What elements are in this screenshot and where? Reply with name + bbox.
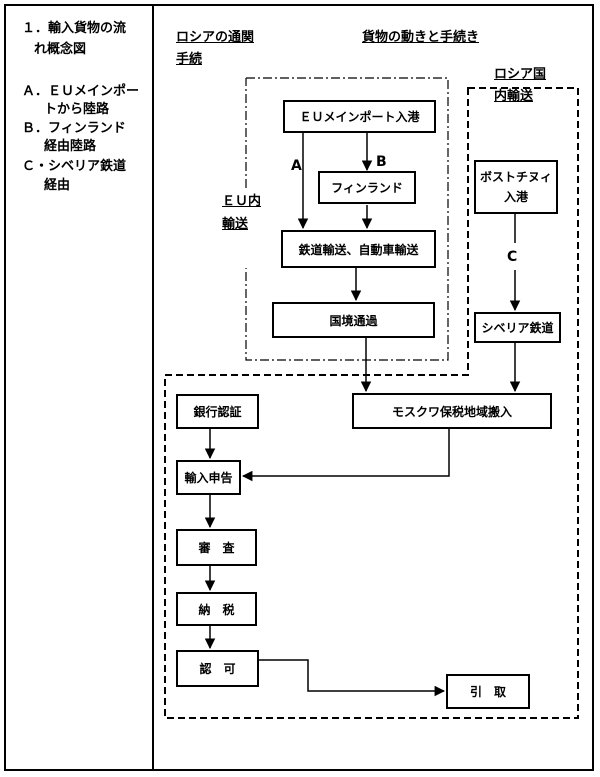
region-russia-line2: 内輸送 — [494, 89, 534, 104]
heading-line1: １．輸入貨物の流 — [22, 21, 127, 36]
route-a-line2: トから陸路 — [44, 102, 110, 117]
region-russia-line1: ロシア国 — [494, 67, 547, 82]
region-eu-line2: 輸送 — [222, 217, 249, 232]
section-customs-line2: 手続 — [176, 52, 203, 67]
box-eastern-port-line2: 入港 — [503, 190, 528, 204]
box-eastern-port-line1: ボストチヌィ — [479, 170, 552, 184]
box-permit: 認 可 — [176, 650, 259, 687]
box-pickup: 引 取 — [446, 674, 530, 709]
outer-frame — [4, 4, 594, 771]
diagram-title: 貨物の動きと手続き — [362, 30, 480, 45]
route-label-a: A — [291, 158, 302, 174]
box-bank: 銀行認証 — [176, 394, 259, 429]
box-eu-mainport: ＥＵメインポート入港 — [283, 100, 436, 133]
section-customs-line1: ロシアの通関 — [176, 30, 255, 45]
heading-line2: れ概念図 — [34, 42, 87, 57]
box-inspection: 審 査 — [176, 529, 257, 566]
route-c-line1: Ｃ・シベリア鉄道 — [22, 159, 127, 174]
arrow-moscow-declaration — [241, 428, 450, 482]
box-finland: フィンランド — [318, 171, 416, 204]
box-declaration: 輸入申告 — [176, 460, 241, 495]
arrow-permit-pickup — [258, 659, 446, 697]
route-a-line1: Ａ．ＥＵメインポー — [22, 84, 140, 99]
box-border: 国境通過 — [272, 302, 435, 338]
route-c-line2: 経由 — [44, 178, 71, 193]
column-divider — [152, 4, 154, 771]
box-eastern-port: ボストチヌィ 入港 — [474, 160, 558, 214]
box-tax: 納 税 — [176, 592, 257, 626]
route-label-b: B — [376, 154, 387, 170]
box-rail-road: 鉄道輸送、自動車輸送 — [281, 230, 436, 268]
route-b-line1: Ｂ．フィンランド — [22, 121, 126, 136]
box-siberian-rail: シベリア鉄道 — [474, 312, 561, 343]
russia-region-boundary — [164, 87, 579, 719]
route-b-line2: 経由陸路 — [44, 139, 97, 154]
region-eu-line1: ＥＵ内 — [222, 194, 262, 209]
route-label-c: C — [507, 249, 518, 265]
eu-region-boundary — [245, 77, 449, 361]
box-moscow: モスクワ保税地域搬入 — [352, 393, 552, 429]
